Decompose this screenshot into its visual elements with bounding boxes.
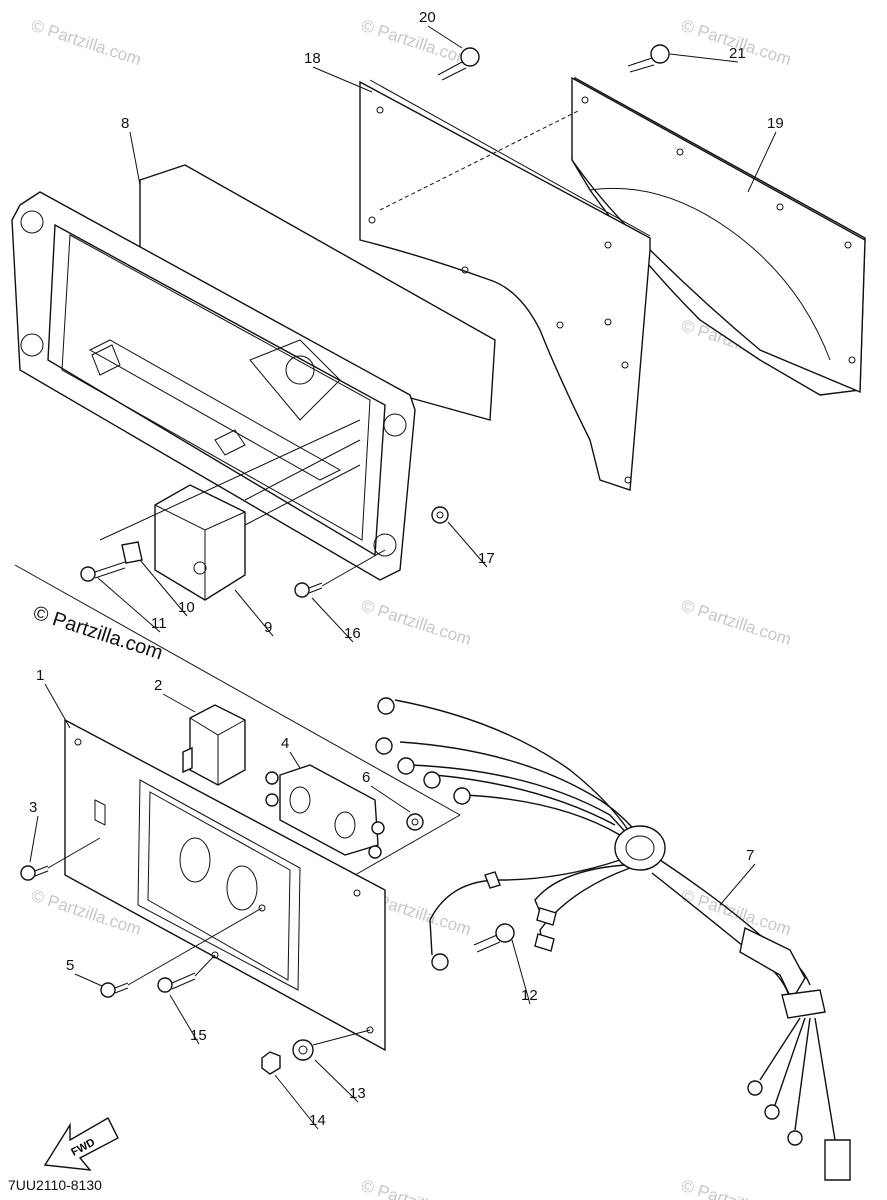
callout-leader-21 (669, 53, 739, 63)
callout-14: 14 (309, 1112, 326, 1129)
watermark-tile: © Partzilla.com (679, 596, 794, 649)
callout-12: 12 (521, 987, 538, 1004)
part-17-nut (431, 506, 449, 524)
callout-4: 4 (281, 735, 289, 752)
callout-leader-9 (234, 589, 274, 637)
part-8-housing (11, 164, 496, 581)
watermark-tile: © Partzilla.com (359, 596, 474, 649)
watermark-tile: © Partzilla.com (359, 16, 474, 69)
callout-15: 15 (190, 1027, 207, 1044)
part-19-gasket-plate (571, 76, 866, 396)
callout-leader-1 (44, 683, 71, 729)
part-18-mounting-plate (359, 79, 651, 491)
callout-leader-10 (139, 559, 188, 617)
callout-19: 19 (767, 115, 784, 132)
callout-11: 11 (151, 615, 167, 632)
part-15-screw (157, 954, 216, 993)
part-16-screw (294, 549, 386, 598)
callout-leader-13 (314, 1059, 359, 1103)
callout-leader-7 (719, 863, 756, 906)
callout-leader-8 (129, 131, 141, 186)
part-10-clip (121, 541, 143, 564)
callout-leader-5 (74, 973, 103, 987)
part-3-screw (20, 837, 101, 881)
callout-8: 8 (121, 115, 129, 132)
callout-21: 21 (729, 45, 746, 62)
part-5-screw (100, 907, 263, 998)
watermark-tile: © Partzilla.com (679, 1176, 794, 1200)
callout-leader-4 (289, 751, 301, 769)
callout-leader-11 (97, 577, 161, 633)
callout-2: 2 (154, 677, 162, 694)
callout-9: 9 (264, 619, 272, 636)
callout-1: 1 (36, 667, 44, 684)
callout-6: 6 (362, 769, 370, 786)
callout-leader-12 (511, 939, 531, 1005)
watermark-tile: © Partzilla.com (679, 886, 794, 939)
callout-20: 20 (419, 9, 436, 26)
callout-leader-18 (312, 66, 373, 93)
callout-leader-6 (370, 785, 411, 813)
part-13-nut (292, 1029, 371, 1061)
part-14-nut (261, 1051, 281, 1075)
part-1-front-panel (64, 718, 386, 1052)
callout-leader-17 (447, 521, 488, 568)
callout-leader-20 (427, 25, 463, 49)
part-12-screw (473, 923, 515, 953)
callout-18: 18 (304, 50, 321, 67)
callout-leader-2 (162, 693, 196, 713)
callout-16: 16 (344, 625, 361, 642)
callout-7: 7 (746, 847, 754, 864)
callout-10: 10 (178, 599, 195, 616)
part-20-screw (437, 47, 480, 81)
callout-5: 5 (66, 957, 74, 974)
callout-17: 17 (478, 550, 495, 567)
watermark-tile: © Partzilla.com (29, 16, 144, 69)
callout-leader-3 (29, 815, 39, 863)
part-11-screw (80, 561, 126, 582)
part-9-switch-box (99, 419, 361, 601)
part-21-screw (627, 44, 670, 73)
part-7-wire-harness (375, 697, 851, 1181)
part-6-nut (406, 813, 424, 831)
callout-13: 13 (349, 1085, 366, 1102)
fwd-arrow-icon: FWD (43, 1117, 119, 1171)
callout-leader-19 (747, 131, 777, 193)
part-2-breaker (182, 704, 246, 786)
part-code: 7UU2110-8130 (8, 1177, 102, 1193)
callout-leader-15 (169, 994, 200, 1045)
watermark-tile: © Partzilla.com (359, 1176, 474, 1200)
part-4-outlet (265, 764, 385, 859)
callout-leader-16 (311, 597, 354, 643)
callout-3: 3 (29, 799, 37, 816)
callout-leader-14 (274, 1074, 319, 1130)
